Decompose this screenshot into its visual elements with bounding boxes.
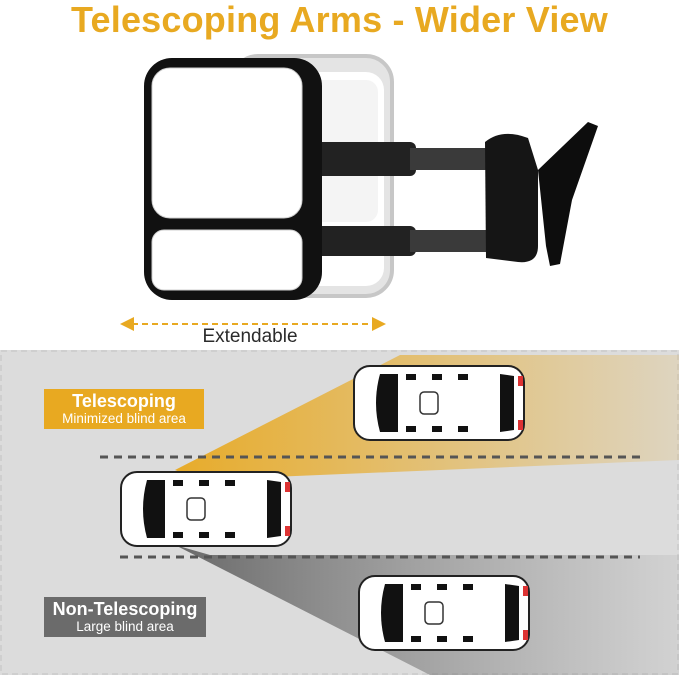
telescoping-arms xyxy=(296,122,598,266)
telescoping-sublabel: Minimized blind area xyxy=(62,411,186,426)
car-middle-own-vehicle xyxy=(120,471,292,547)
non-telescoping-label: Non-Telescoping xyxy=(52,599,198,619)
page-title: Telescoping Arms - Wider View xyxy=(71,0,608,40)
car-bottom xyxy=(358,575,530,651)
telescoping-label: Telescoping xyxy=(72,391,176,411)
telescoping-badge: Telescoping Minimized blind area xyxy=(44,389,204,429)
non-telescoping-sublabel: Large blind area xyxy=(76,619,174,634)
extendable-label: Extendable xyxy=(202,326,298,347)
mirror-head xyxy=(144,58,322,300)
non-telescoping-badge: Non-Telescoping Large blind area xyxy=(44,597,206,637)
car-top xyxy=(353,365,525,441)
extend-arrow xyxy=(120,317,386,331)
tow-mirror-illustration xyxy=(144,54,598,300)
